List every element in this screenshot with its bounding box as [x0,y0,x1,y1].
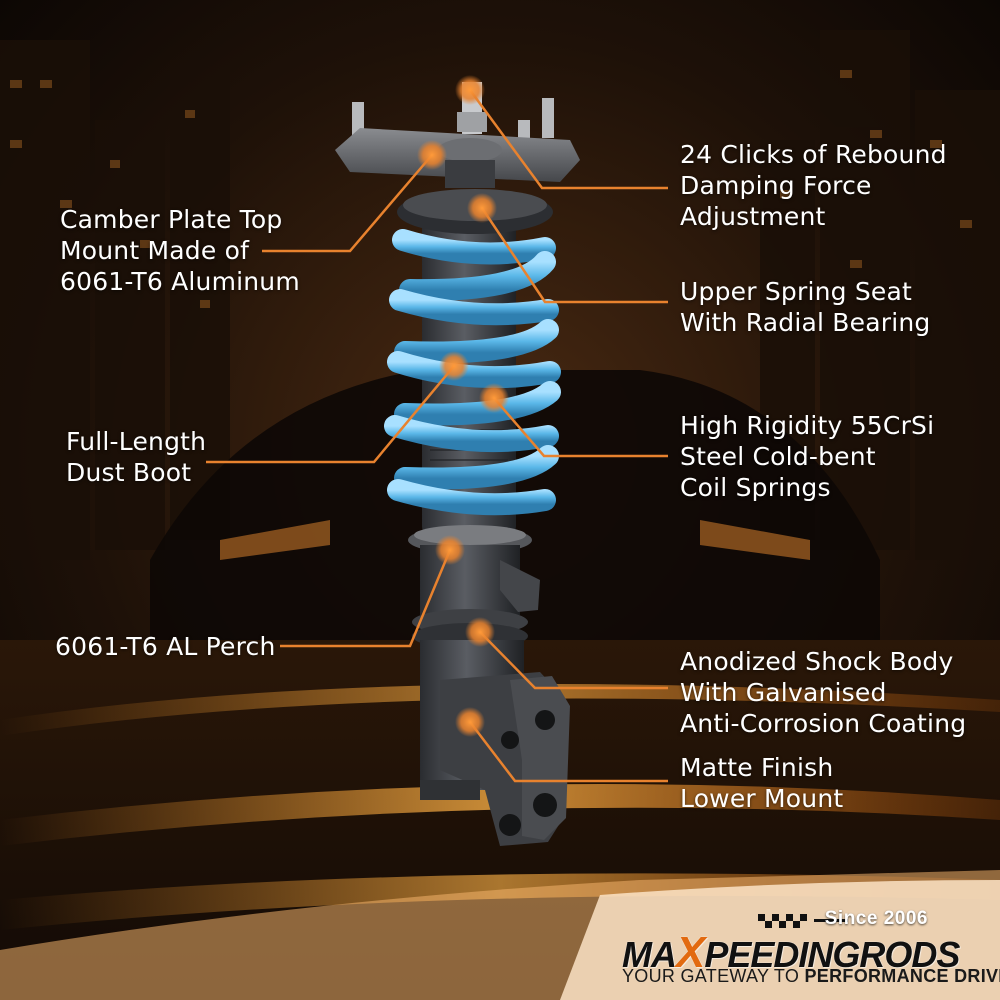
callout-line: With Galvanised [680,678,887,707]
brand-logo: MAXPEEDINGRODS [622,928,960,978]
callout-line: Dust Boot [66,458,192,487]
checkered-flag-icon [758,914,848,928]
logo-suffix: PEEDINGRODS [704,934,960,975]
callout-dust-boot: Full-Length Dust Boot [66,426,206,488]
lower-mount [420,672,570,846]
leader-lines [206,89,668,783]
callout-lower-mount: Matte Finish Lower Mount [680,752,843,814]
callout-line: Mount Made of [60,236,250,265]
callout-line: 24 Clicks of Rebound [680,140,947,169]
callout-line: Coil Springs [680,473,831,502]
logo-x: X [676,928,705,977]
brand-logo-block: Since 2006 MAXPEEDINGRODS YOUR GATEWAY T… [618,908,1000,988]
callout-coil-springs: High Rigidity 55CrSi Steel Cold-bent Coi… [680,410,934,503]
callout-dot-icon [417,140,447,170]
callout-dot-icon [455,707,485,737]
callout-shock-body: Anodized Shock Body With Galvanised Anti… [680,646,966,739]
callout-line: Adjustment [680,202,826,231]
callout-dot-icon [439,351,469,381]
tagline-bold: PERFORMANCE DRIVING [804,966,1000,986]
callout-line: Full-Length [66,427,207,456]
callout-line: With Radial Bearing [680,308,931,337]
callout-line: 6061-T6 AL Perch [55,632,276,661]
callout-spring-seat: Upper Spring Seat With Radial Bearing [680,276,930,338]
callout-rebound-clicks: 24 Clicks of Rebound Damping Force Adjus… [680,139,947,232]
top-mount [335,82,580,188]
callout-line: Camber Plate Top [60,205,283,234]
callout-line: Anodized Shock Body [680,647,954,676]
callout-camber-plate: Camber Plate Top Mount Made of 6061-T6 A… [60,204,300,297]
callout-dot-icon [455,75,485,105]
callout-dot-icon [479,383,509,413]
callout-line: Steel Cold-bent [680,442,876,471]
callout-perch: 6061-T6 AL Perch [55,631,276,662]
callout-line: Damping Force [680,171,872,200]
callout-line: Anti-Corrosion Coating [680,709,967,738]
brand-since: Since 2006 [824,908,928,929]
callout-line: Upper Spring Seat [680,277,913,306]
tagline-prefix: YOUR GATEWAY TO [622,966,805,986]
callout-line: Lower Mount [680,784,844,813]
callout-line: Matte Finish [680,753,834,782]
callout-dots [417,75,509,737]
brand-tagline: YOUR GATEWAY TO PERFORMANCE DRIVING [622,966,1000,987]
callout-dot-icon [435,535,465,565]
callout-line: High Rigidity 55CrSi [680,411,935,440]
logo-prefix: MA [622,934,677,975]
callout-line: 6061-T6 Aluminum [60,267,300,296]
callout-dot-icon [465,617,495,647]
callout-dot-icon [467,193,497,223]
